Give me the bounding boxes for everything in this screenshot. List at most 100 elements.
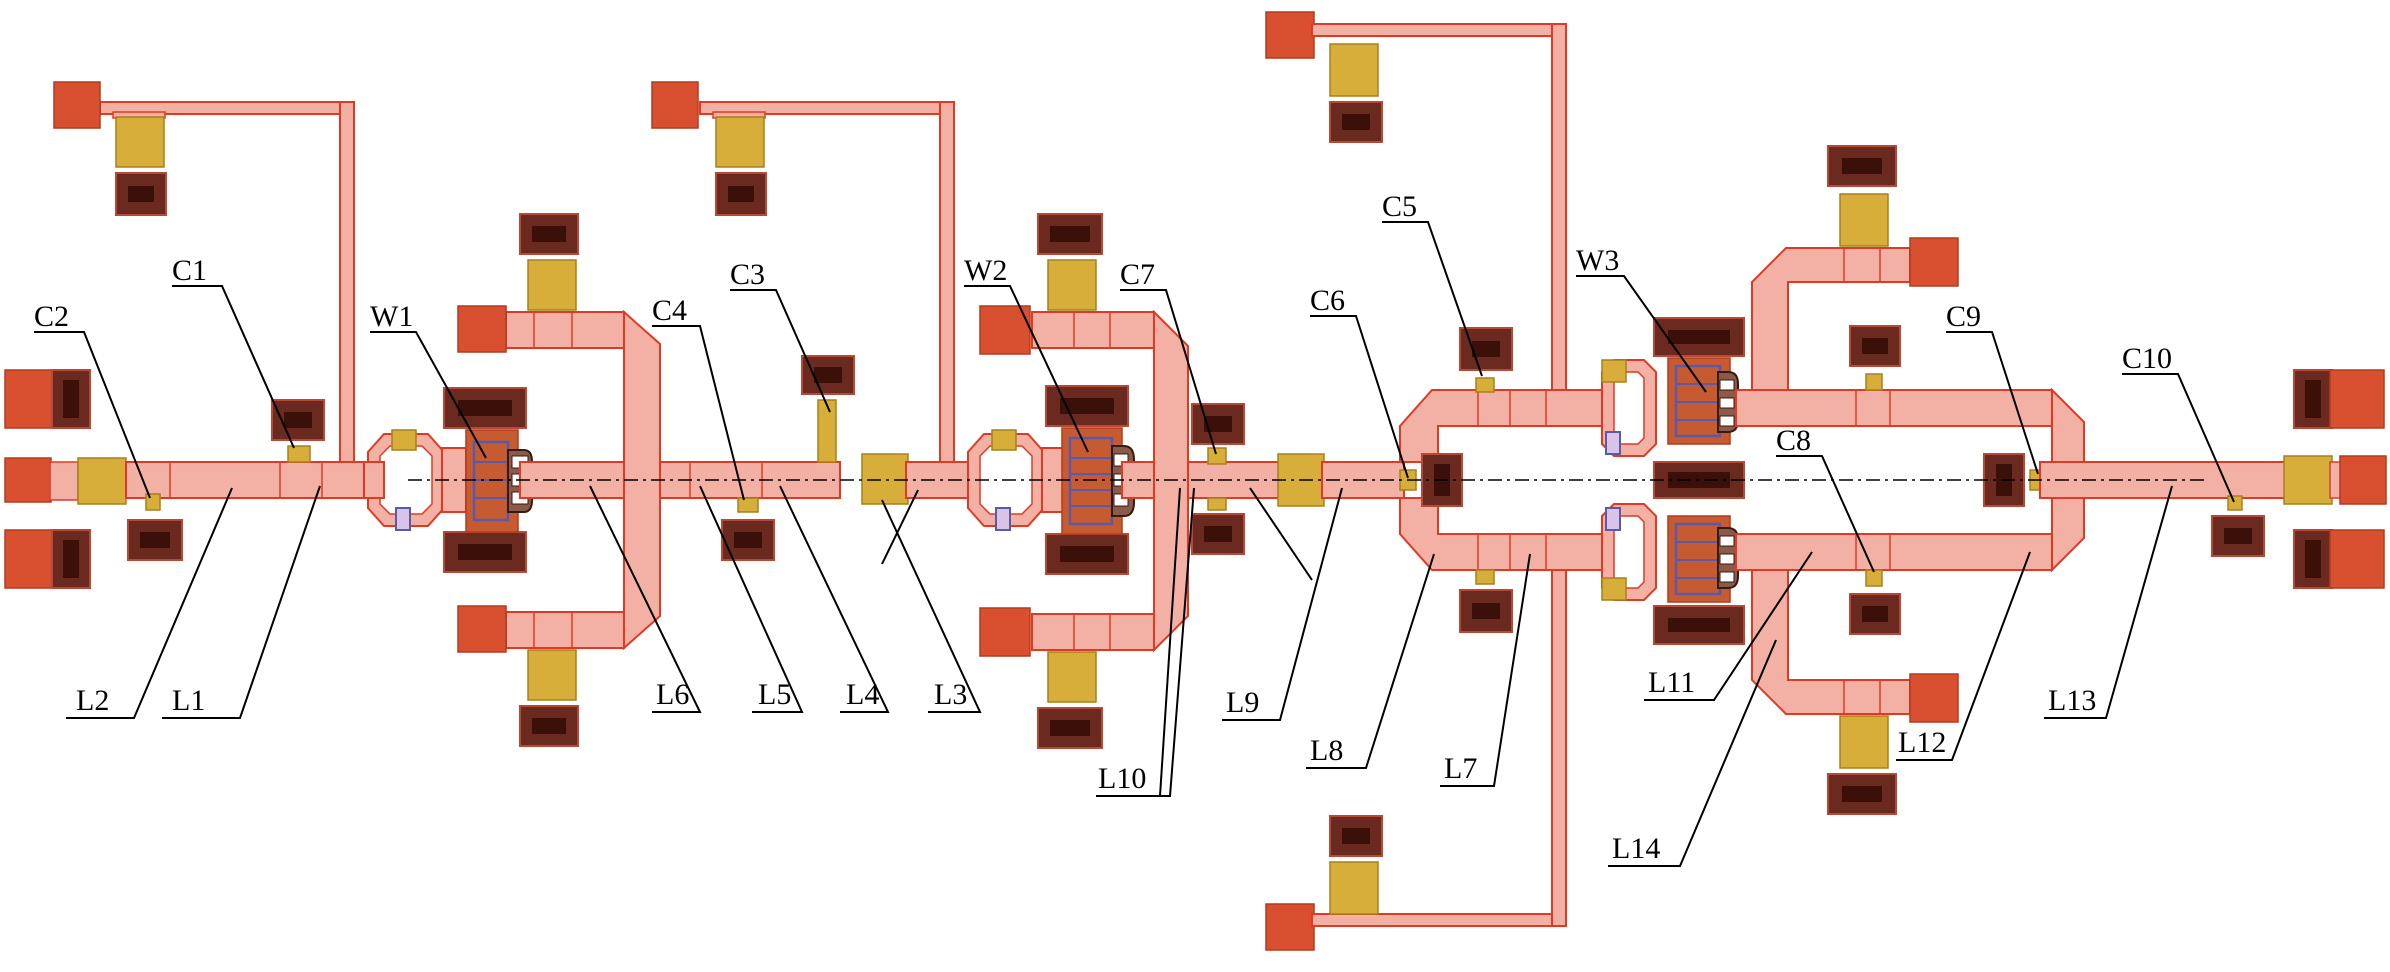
label-l7: L7 xyxy=(1444,752,1477,785)
stage-3 xyxy=(1265,11,2387,951)
capacitor-c8 xyxy=(1865,569,1883,587)
label-l12: L12 xyxy=(1898,726,1946,759)
bias-pad-lower-w1 xyxy=(457,605,507,653)
via-hole xyxy=(1842,158,1882,174)
leader-l13 xyxy=(2044,485,2173,719)
capacitor-top xyxy=(1329,43,1379,97)
stub-upper-w2 xyxy=(1031,311,1155,349)
stub-lower-w1 xyxy=(505,611,625,649)
leader-c7 xyxy=(1120,289,1217,455)
leader-l3-tail xyxy=(881,489,919,565)
output-port-pad-top xyxy=(2329,369,2385,429)
bias-pad-upper-w1 xyxy=(457,305,507,353)
capacitor-c7-lower xyxy=(1207,497,1227,511)
bias-pad-upper-w2 xyxy=(979,305,1031,355)
via-hole xyxy=(458,400,512,416)
leader-l9-tail xyxy=(1249,487,1313,581)
label-c9: C9 xyxy=(1946,300,1981,333)
capacitor-c7 xyxy=(1207,447,1227,465)
via-hole xyxy=(1472,603,1500,619)
capacitor-lower-w3 xyxy=(1839,715,1889,769)
bias-line-1-vertical xyxy=(339,101,355,471)
label-c2: C2 xyxy=(34,300,69,333)
ring-capacitor xyxy=(1601,577,1627,601)
capacitor-lower-w1 xyxy=(527,649,577,701)
capacitor-upper-w1 xyxy=(527,259,577,311)
label-l11: L11 xyxy=(1648,666,1695,699)
via-hole xyxy=(1472,341,1500,357)
capacitor-lower-w2 xyxy=(1047,651,1097,703)
ring-feed xyxy=(363,461,385,499)
leader-c4 xyxy=(652,325,745,501)
bias-pad-lower-w2 xyxy=(979,607,1031,657)
label-c3: C3 xyxy=(730,258,765,291)
via-hole xyxy=(1204,526,1232,542)
label-l10: L10 xyxy=(1098,762,1146,795)
leader-c1 xyxy=(172,285,295,449)
via-hole xyxy=(1668,618,1730,632)
leader-l14 xyxy=(1608,639,1777,867)
leader-l12 xyxy=(1896,551,2031,761)
leader-l2 xyxy=(66,487,233,719)
via-hole xyxy=(1342,114,1370,130)
ring-resistor xyxy=(395,507,411,531)
bias-line-bottom-vertical xyxy=(1551,567,1567,927)
via-hole xyxy=(128,186,154,202)
leader-w1 xyxy=(370,331,487,459)
ring-resistor xyxy=(995,507,1011,531)
via-hole xyxy=(1342,828,1370,844)
via-hole xyxy=(140,532,170,548)
capacitor-pad xyxy=(715,116,765,168)
via-hole xyxy=(1060,546,1114,562)
leader-l4 xyxy=(779,485,890,713)
stage-2 xyxy=(651,81,1405,749)
via-hole xyxy=(728,186,754,202)
leader-l9 xyxy=(1222,487,1343,721)
via-hole xyxy=(1862,338,1888,354)
stub-upper-w3 xyxy=(1751,247,1911,391)
output-port-pad xyxy=(2339,455,2387,505)
label-c8: C8 xyxy=(1776,424,1811,457)
via-hole xyxy=(532,226,566,242)
leader-l10 xyxy=(1096,487,1195,797)
bias-line-top-vertical xyxy=(1551,23,1567,393)
via-hole xyxy=(1050,720,1090,736)
label-c6: C6 xyxy=(1310,284,1345,317)
output-capacitor xyxy=(2283,455,2333,505)
leader-c6 xyxy=(1310,315,1409,479)
leader-w2 xyxy=(964,285,1089,453)
via-hole xyxy=(814,367,842,383)
bias-line-top xyxy=(1311,23,1563,37)
leader-l6 xyxy=(589,485,702,713)
label-c10: C10 xyxy=(2122,342,2172,375)
via-pad-bottom xyxy=(1329,815,1383,857)
label-w2: W2 xyxy=(964,254,1007,287)
via-hole xyxy=(1050,226,1090,242)
via-hole xyxy=(734,532,762,548)
label-c1: C1 xyxy=(172,254,207,287)
capacitor-c5-lower xyxy=(1475,569,1495,585)
label-l8: L8 xyxy=(1310,734,1343,767)
input-capacitor xyxy=(77,457,127,505)
label-w1: W1 xyxy=(370,300,413,333)
via-hole xyxy=(532,718,566,734)
label-l13: L13 xyxy=(2048,684,2096,717)
input-port-pad-bottom xyxy=(4,529,56,589)
label-l5: L5 xyxy=(758,678,791,711)
leader-c5 xyxy=(1382,221,1483,377)
combiner-lower-arm xyxy=(1735,533,2053,571)
bias-pad-upper-w3 xyxy=(1909,237,1959,287)
stage-1 xyxy=(4,81,855,747)
via-hole xyxy=(1862,606,1888,622)
via-hole xyxy=(1668,330,1730,344)
leader-l5 xyxy=(699,485,804,713)
label-l1: L1 xyxy=(172,684,205,717)
ring-resistor xyxy=(1605,431,1621,455)
label-l2: L2 xyxy=(76,684,109,717)
leader-c2 xyxy=(34,331,151,499)
capacitor-c2 xyxy=(145,493,161,511)
input-stub xyxy=(49,461,79,501)
series-capacitor-l3 xyxy=(861,453,909,505)
leader-l8 xyxy=(1306,553,1435,769)
